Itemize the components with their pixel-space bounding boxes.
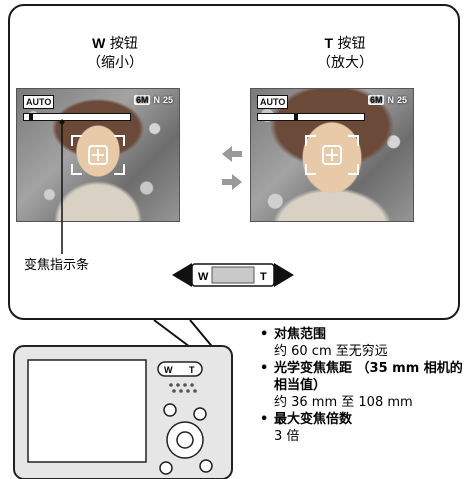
zoom-indicator-leader — [59, 119, 65, 254]
zoom-specs-list: • 对焦范围 约 60 cm 至无穷远 • 光学变焦焦距 （35 mm 相机的相… — [260, 326, 466, 445]
switch-w-label: W — [198, 271, 209, 283]
w-caption-bold: W — [92, 35, 106, 51]
auto-mode-icon: AUTO — [257, 95, 289, 109]
w-caption-subtitle: （缩小） — [87, 55, 143, 71]
spec-item-focus-range: • 对焦范围 约 60 cm 至无穷远 — [260, 326, 466, 360]
zoom-position-marker — [29, 114, 33, 120]
telephoto-photo: AUTO 6M N 25 — [250, 88, 414, 222]
spec-heading: 对焦范围 — [274, 327, 327, 342]
svg-text:T: T — [189, 365, 195, 375]
svg-text:W: W — [164, 365, 173, 375]
zoom-lever — [157, 361, 203, 377]
af-frame-icon — [71, 135, 125, 175]
t-button-caption: T 按钮 （放大） — [290, 34, 400, 73]
switch-t-label: T — [260, 271, 267, 283]
w-button-caption: W 按钮 （缩小） — [60, 34, 170, 73]
zoom-indicator-label: 变焦指示条 — [24, 258, 90, 273]
zoom-out-arrow-icon — [172, 263, 192, 287]
image-size-icon: 6M — [133, 95, 151, 105]
left-arrow-icon — [222, 146, 242, 162]
zoom-position-marker — [294, 114, 298, 120]
right-arrow-icon — [222, 174, 242, 190]
zoom-indicator-bar — [23, 113, 131, 121]
spec-value: 约 60 cm 至无穷远 — [274, 344, 388, 359]
spec-value: 约 36 mm 至 108 mm — [274, 395, 413, 410]
spec-heading: 光学变焦焦距 （35 mm 相机的相当值） — [274, 361, 463, 393]
bullet: • — [260, 361, 269, 376]
quality-label: N — [387, 95, 394, 105]
image-size-icon: 6M — [367, 95, 385, 105]
t-caption-bold: T — [324, 35, 334, 51]
osd-status: 6M N 25 — [367, 95, 407, 105]
t-caption-rest: 按钮 — [333, 36, 366, 52]
auto-mode-icon: AUTO — [23, 95, 55, 109]
spec-heading: 最大变焦倍数 — [274, 412, 353, 427]
camera-back-illustration: W T — [13, 345, 233, 479]
bullet: • — [260, 327, 269, 342]
bullet: • — [260, 412, 269, 427]
spec-item-max-zoom: • 最大变焦倍数 3 倍 — [260, 411, 466, 445]
af-frame-icon — [305, 135, 359, 175]
frames-remaining: 25 — [396, 95, 407, 105]
osd-status: 6M N 25 — [133, 95, 173, 105]
quality-label: N — [153, 95, 160, 105]
spec-value: 3 倍 — [274, 429, 300, 444]
zoom-direction-arrows — [222, 146, 242, 190]
wide-angle-photo: AUTO 6M N 25 — [16, 88, 180, 222]
zoom-switch[interactable]: W T — [172, 261, 294, 289]
t-caption-subtitle: （放大） — [317, 55, 373, 71]
zoom-indicator-bar — [257, 113, 365, 121]
spec-item-focal-length: • 光学变焦焦距 （35 mm 相机的相当值） 约 36 mm 至 108 mm — [260, 360, 466, 411]
w-caption-rest: 按钮 — [105, 36, 138, 52]
zoom-in-arrow-icon — [274, 263, 294, 287]
frames-remaining: 25 — [162, 95, 173, 105]
